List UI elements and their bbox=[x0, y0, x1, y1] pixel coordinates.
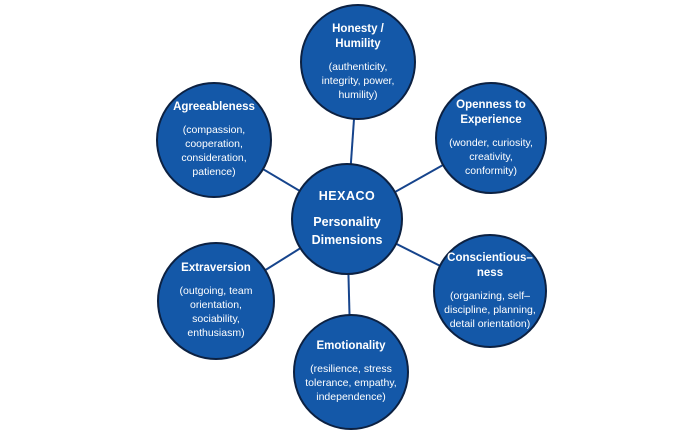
node-conscientiousness: Conscientious– ness (organizing, self– d… bbox=[433, 234, 547, 348]
node-traits: (outgoing, team orientation, sociability… bbox=[179, 284, 253, 340]
node-traits: (authenticity, integrity, power, humilit… bbox=[321, 60, 395, 102]
node-extraversion: Extraversion (outgoing, team orientation… bbox=[157, 242, 275, 360]
center-acronym: HEXACO bbox=[318, 188, 376, 203]
node-honesty-humility: Honesty / Humility (authenticity, integr… bbox=[300, 4, 416, 120]
center-node-hexaco: HEXACO Personality Dimensions bbox=[291, 163, 403, 275]
node-traits: (wonder, curiosity, creativity, conformi… bbox=[449, 136, 533, 178]
node-agreeableness: Agreeableness (compassion, cooperation, … bbox=[156, 82, 272, 198]
node-traits: (resilience, stress tolerance, empathy, … bbox=[305, 363, 397, 404]
node-traits: (organizing, self– discipline, planning,… bbox=[444, 289, 536, 331]
node-traits: (compassion, cooperation, consideration,… bbox=[181, 123, 247, 179]
node-title: Emotionality bbox=[316, 340, 386, 353]
node-openness-to-experience: Openness to Experience (wonder, curiosit… bbox=[435, 82, 547, 194]
node-title: Extraversion bbox=[181, 262, 251, 275]
node-emotionality: Emotionality (resilience, stress toleran… bbox=[293, 314, 409, 430]
center-label: Personality Dimensions bbox=[311, 214, 383, 247]
node-title: Conscientious– ness bbox=[447, 251, 533, 280]
node-title: Honesty / Humility bbox=[332, 22, 384, 51]
node-title: Openness to Experience bbox=[456, 98, 526, 127]
node-title: Agreeableness bbox=[173, 101, 255, 114]
